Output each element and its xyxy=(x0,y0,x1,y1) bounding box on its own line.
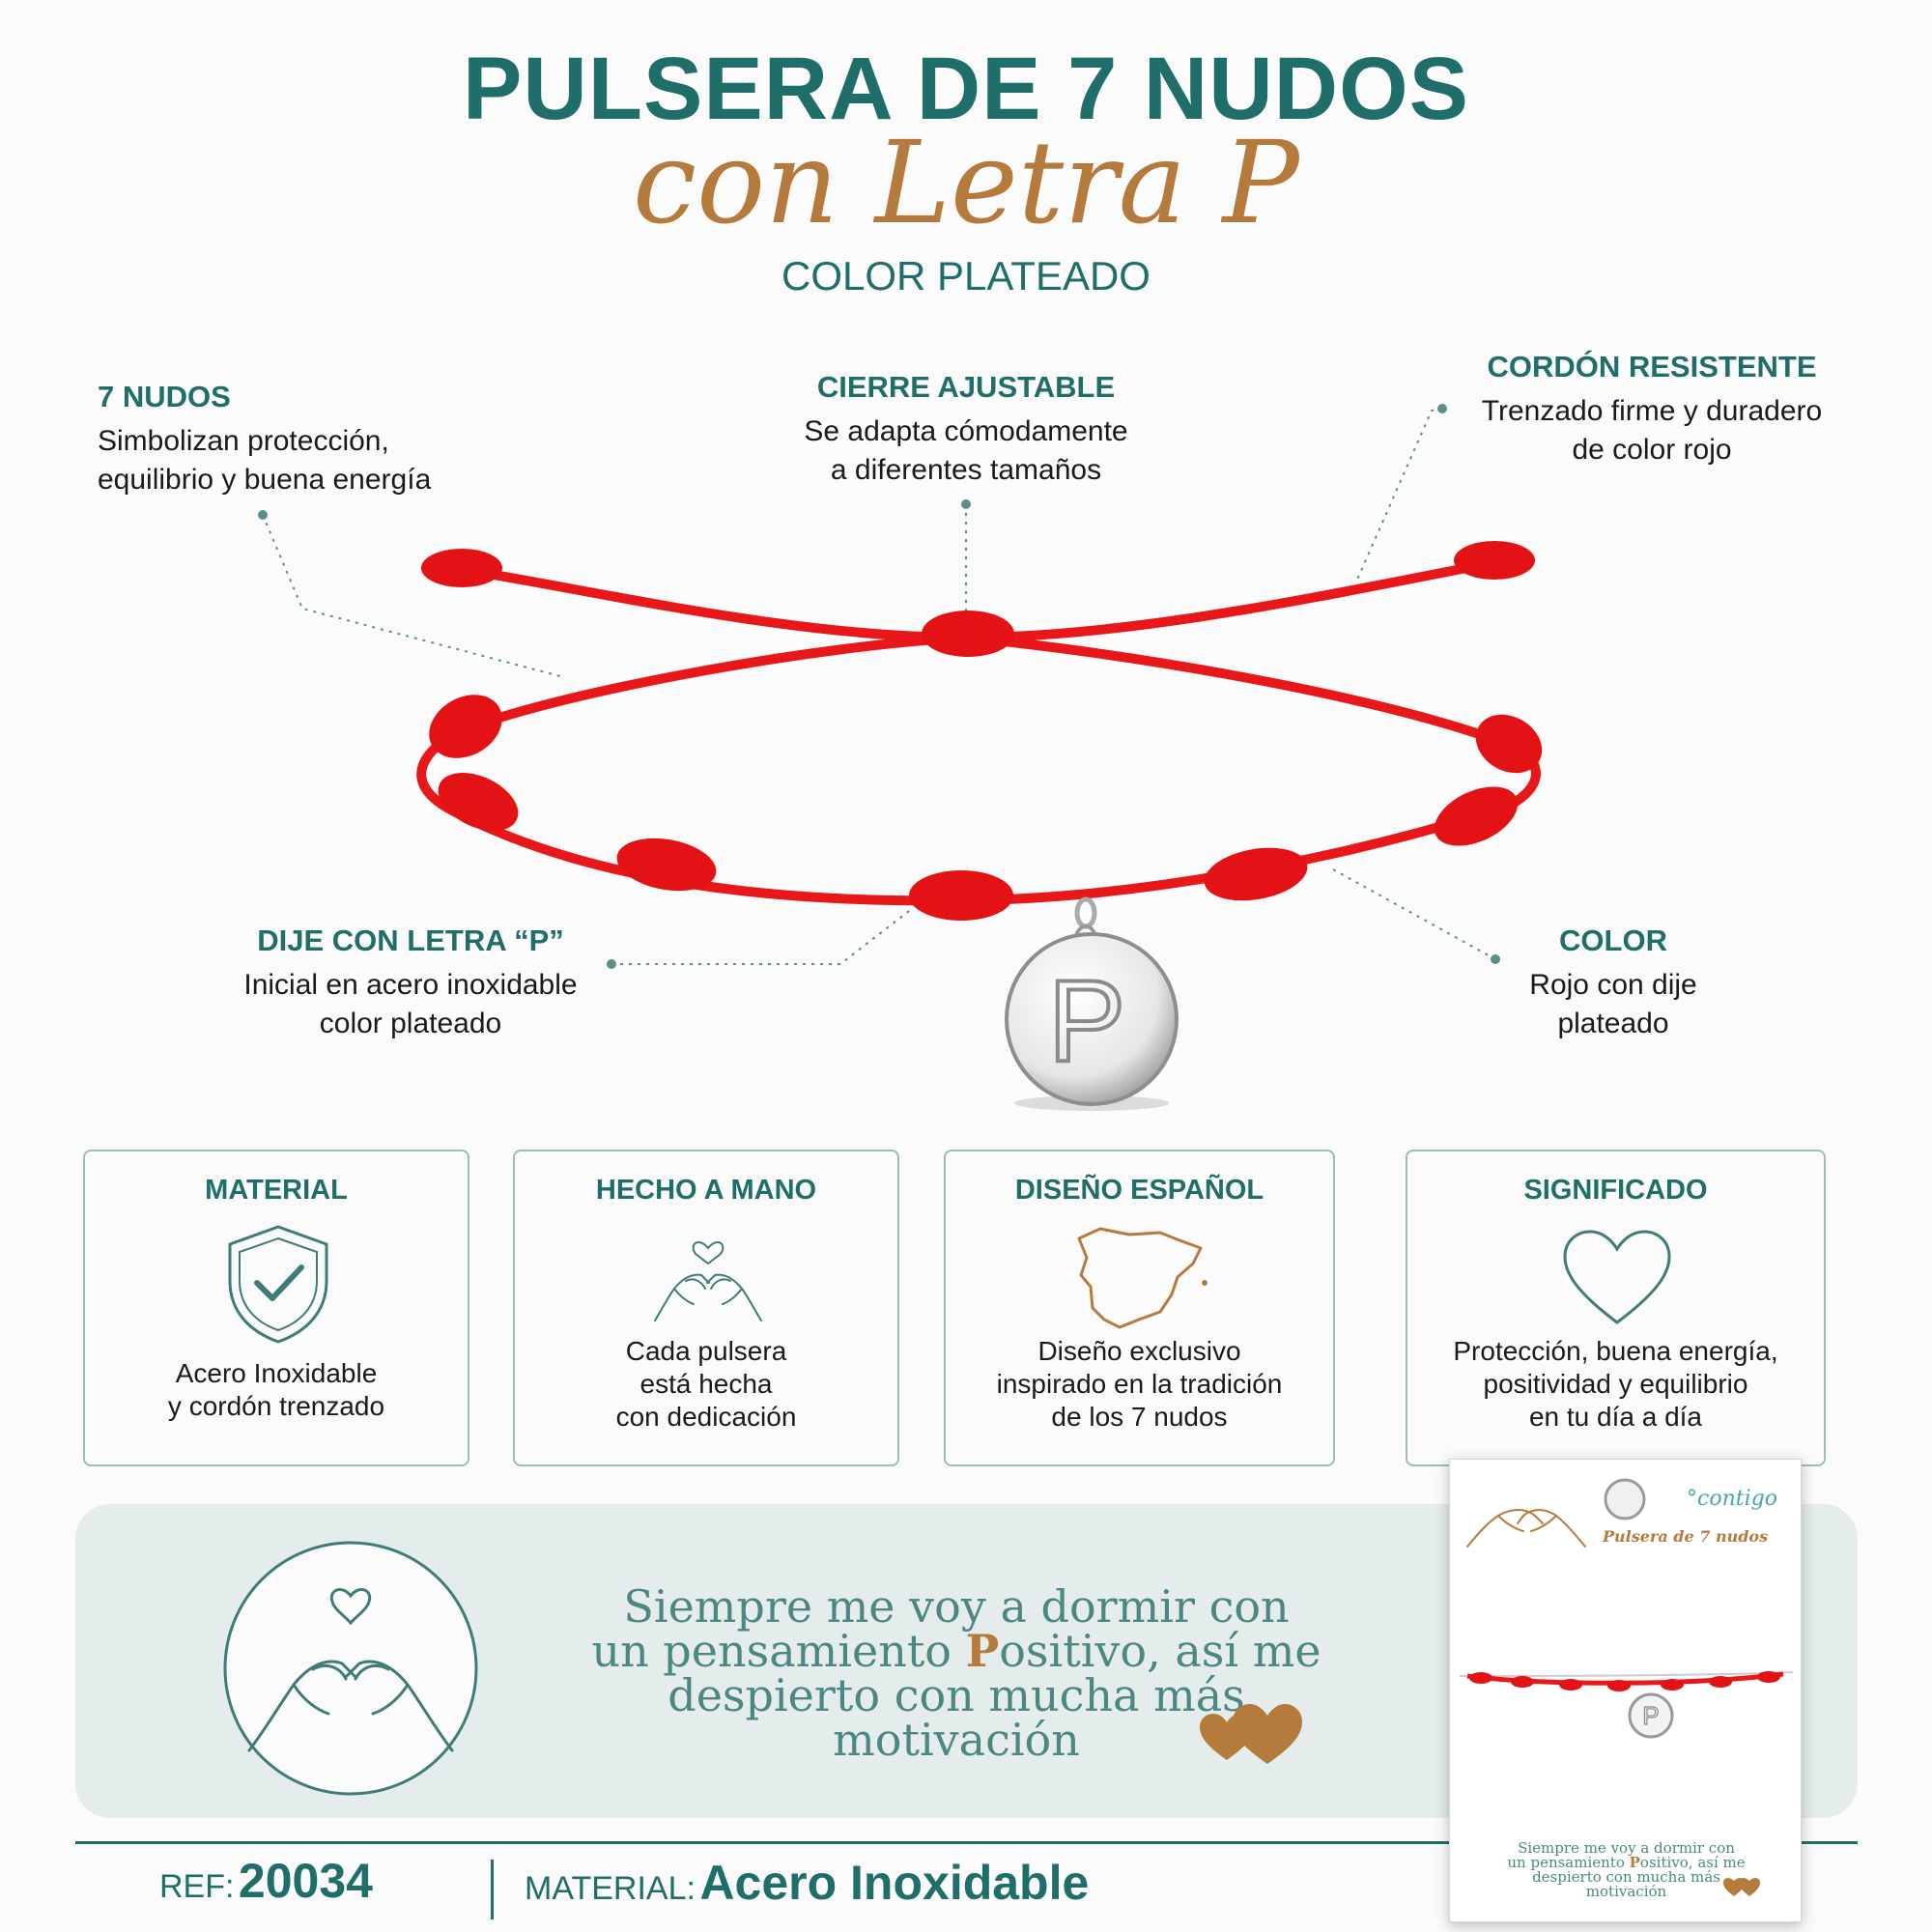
feature-line: Protección, buena energía, xyxy=(1453,1336,1778,1366)
heart-icon xyxy=(1563,1230,1671,1324)
card-title: Pulsera de 7 nudos xyxy=(1603,1527,1769,1546)
quote-line2-post: ositivo, así me xyxy=(999,1625,1321,1677)
card-quote: Siempre me voy a dormir con un pensamien… xyxy=(1469,1841,1783,1899)
feature-title: HECHO A MANO xyxy=(595,1175,817,1206)
card-charm-icon xyxy=(1604,1478,1646,1520)
callout-cord: CORDÓN RESISTENTE Trenzado firme y durad… xyxy=(1449,350,1855,469)
card-quote-line1: Siempre me voy a dormir con xyxy=(1518,1839,1735,1857)
page-title: PULSERA DE 7 NUDOS xyxy=(462,40,1470,138)
quote-text: Siempre me voy a dormir con un pensamien… xyxy=(541,1584,1372,1762)
quote-line3: despierto con mucha más xyxy=(668,1669,1245,1721)
charm-letter: P xyxy=(1048,956,1125,1086)
card-brand: °contigo xyxy=(1687,1487,1777,1511)
callout-clasp-line2: a diferentes tamaños xyxy=(830,454,1102,486)
material-value: Acero Inoxidable xyxy=(699,1856,1090,1910)
feature-title: DISEÑO ESPAÑOL xyxy=(1014,1175,1264,1206)
ref-value: 20034 xyxy=(238,1854,373,1908)
card-quote-line3: despierto con mucha más xyxy=(1532,1868,1720,1886)
callout-color-line1: Rojo con dije xyxy=(1529,969,1697,1001)
feature-line: Acero Inoxidable xyxy=(175,1358,378,1388)
callout-clasp: CIERRE AJUSTABLE Se adapta cómodamente a… xyxy=(734,370,1198,490)
feature-box-spanish-design: DISEÑO ESPAÑOL Diseño exclusivo inspirad… xyxy=(944,1150,1335,1466)
feature-title: SIGNIFICADO xyxy=(1523,1175,1708,1206)
ref-label: REF: xyxy=(159,1868,235,1905)
card-quote-highlight: P xyxy=(1629,1854,1640,1871)
callout-cord-line1: Trenzado firme y duradero xyxy=(1481,395,1823,427)
feature-line: de los 7 nudos xyxy=(1051,1402,1228,1432)
footer-divider xyxy=(75,1841,1858,1844)
pinky-promise-circle-icon xyxy=(223,1541,478,1796)
callout-charm: DIJE CON LETRA “P” Inicial en acero inox… xyxy=(222,923,599,1043)
bracelet-illustration: P xyxy=(258,404,1543,1111)
callout-clasp-title: CIERRE AJUSTABLE xyxy=(816,370,1116,404)
callout-color-title: COLOR xyxy=(1559,923,1667,957)
leader-lines xyxy=(262,408,1496,965)
callout-knots-line1: Simbolizan protección, xyxy=(98,425,389,457)
pinky-promise-hands-icon xyxy=(654,1240,762,1321)
card-quote-line4: motivación xyxy=(1585,1883,1667,1900)
card-quote-line2: un pensamiento Positivo, así me xyxy=(1469,1856,1783,1870)
feature-line: con dedicación xyxy=(615,1402,797,1432)
charm-pendant: P xyxy=(1005,896,1179,1111)
callout-cord-line2: de color rojo xyxy=(1572,434,1732,466)
knots xyxy=(421,541,1543,921)
feature-line: Cada pulsera xyxy=(625,1336,787,1366)
feature-box-handmade: HECHO A MANO Cada pulsera está hecha con… xyxy=(513,1150,899,1466)
material-label: MATERIAL: xyxy=(525,1870,696,1907)
feature-box-material: MATERIAL Acero Inoxidable y cordón trenz… xyxy=(83,1150,469,1466)
feature-line: positividad y equilibrio xyxy=(1483,1369,1748,1399)
color-subtitle: COLOR PLATEADO xyxy=(781,253,1151,298)
spain-map-icon xyxy=(1077,1227,1208,1329)
card-quote-line2-post: ositivo, así me xyxy=(1639,1854,1746,1871)
callout-color-line2: plateado xyxy=(1557,1008,1669,1039)
double-heart-icon xyxy=(1200,1704,1302,1764)
quote-line2: un pensamiento Positivo, así me xyxy=(541,1629,1372,1673)
callout-color: COLOR Rojo con dije plateado xyxy=(1468,923,1758,1043)
callout-cord-title: CORDÓN RESISTENTE xyxy=(1487,350,1817,384)
callout-charm-line2: color plateado xyxy=(319,1008,502,1039)
card-charm-letter: P xyxy=(1642,1701,1659,1730)
feature-line: está hecha xyxy=(639,1369,773,1399)
feature-line: y cordón trenzado xyxy=(167,1391,385,1421)
card-quote-line2-pre: un pensamiento xyxy=(1507,1854,1630,1871)
callout-knots-title: 7 NUDOS xyxy=(98,380,231,413)
callout-charm-title: DIJE CON LETRA “P” xyxy=(257,923,564,957)
feature-line: inspirado en la tradición xyxy=(996,1369,1283,1399)
footer-material: MATERIAL: Acero Inoxidable xyxy=(525,1855,1089,1911)
quote-highlight-letter: P xyxy=(965,1625,1000,1677)
callout-charm-line1: Inicial en acero inoxidable xyxy=(243,969,578,1001)
feature-line: Diseño exclusivo xyxy=(1037,1336,1241,1366)
page-subtitle-script: con Letra P xyxy=(633,116,1299,249)
callout-clasp-line1: Se adapta cómodamente xyxy=(804,415,1128,447)
quote-line4: motivación xyxy=(833,1714,1080,1766)
callout-knots-line2: equilibrio y buena energía xyxy=(98,464,432,496)
card-hands-icon xyxy=(1466,1509,1586,1548)
leader-dots xyxy=(258,404,1500,969)
card-heart-icon xyxy=(1723,1878,1760,1896)
callout-knots: 7 NUDOS Simbolizan protección, equilibri… xyxy=(98,380,431,499)
quote-line2-pre: un pensamiento xyxy=(591,1625,966,1677)
feature-line: en tu día a día xyxy=(1528,1402,1703,1432)
footer-separator xyxy=(491,1860,494,1919)
shield-check-icon xyxy=(228,1225,328,1344)
footer-ref: REF: 20034 xyxy=(159,1853,373,1909)
feature-title: MATERIAL xyxy=(205,1175,348,1206)
product-card: °contigo Pulsera de 7 nudos P Siempre me… xyxy=(1449,1459,1802,1922)
quote-line1: Siempre me voy a dormir con xyxy=(623,1580,1290,1633)
card-bracelet: P xyxy=(1459,1671,1794,1739)
feature-box-meaning: SIGNIFICADO Protección, buena energía, p… xyxy=(1406,1150,1826,1466)
